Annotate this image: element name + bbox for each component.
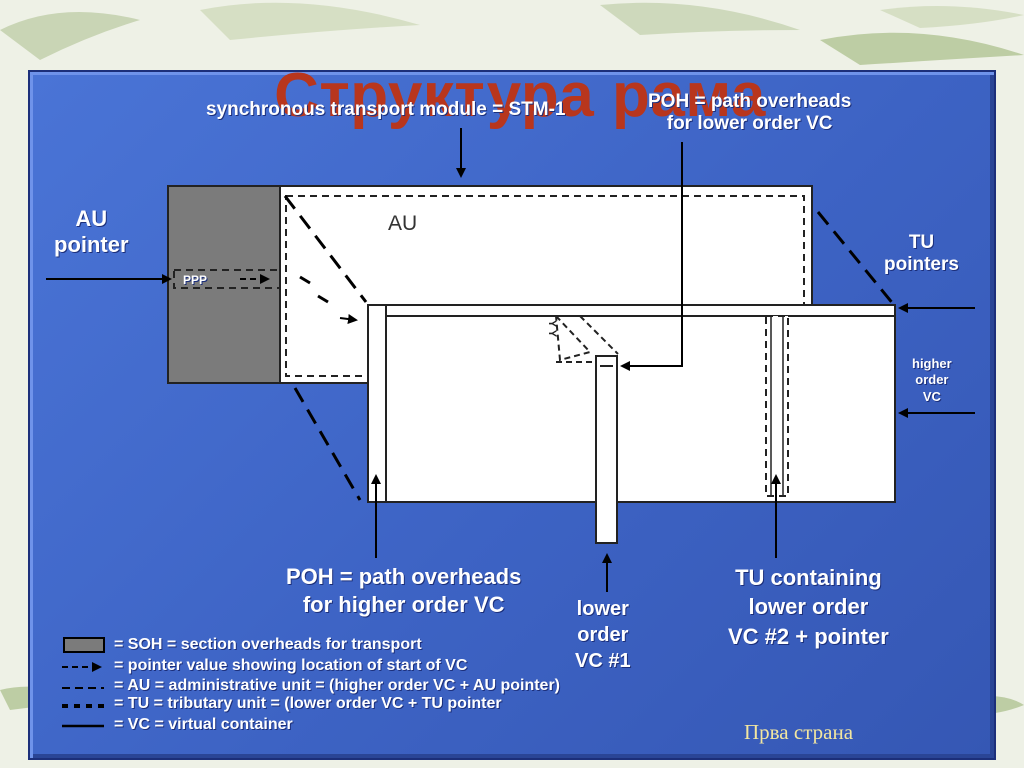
au-pointer-line1: AU [75, 206, 108, 231]
poh-higher-column [367, 304, 387, 503]
perspective-lines [283, 195, 896, 501]
poh-higher-label: POH = path overheads for higher order VC [286, 563, 521, 618]
tu-containing-line1: TU containing [735, 565, 882, 590]
legend-soh-text: = SOH = section overheads for transport [114, 636, 422, 653]
arrows [46, 128, 975, 592]
tu-pointers-line1: TU [908, 232, 935, 253]
lower-vc1-line2: order [577, 624, 629, 646]
legend-au-text: = AU = administrative unit = (higher ord… [114, 677, 560, 694]
higher-order-vc-line1: higher [912, 356, 952, 371]
legend-soh-symbol [63, 637, 105, 653]
poh-lower-line1: POH = path overheads [648, 91, 852, 112]
higher-order-vc-line3: VC [922, 388, 941, 404]
legend-symbols [62, 637, 105, 728]
lower-vc1-line1: lower [576, 598, 629, 620]
stm-label: synchronous transport module = STM-1 [206, 99, 566, 120]
poh-higher-line2: for higher order VC [302, 591, 505, 617]
soh-area [167, 185, 281, 384]
lower-vc1-column [595, 355, 618, 544]
tu-containing-line2: lower order [748, 594, 869, 620]
ppp-pointer-area [173, 269, 281, 289]
tu-containing-line3: VC #2 + pointer [728, 623, 889, 649]
au-pointer-line2: pointer [54, 231, 129, 257]
legend-vc-text: = VC = virtual container [114, 716, 293, 733]
poh-higher-line1: POH = path overheads [286, 564, 522, 589]
lower-vc1-line3: VC #1 [575, 650, 631, 672]
au-dashed-outline [285, 195, 805, 377]
poh-lower-label: POH = path overheads for lower order VC [648, 91, 851, 136]
slide-title: Структура рама [274, 60, 766, 130]
higher-order-vc-label: higher order VC [912, 356, 952, 405]
legend-tu-text: = TU = tributary unit = (lower order VC … [114, 695, 502, 712]
au-pointer-label: AU pointer [54, 206, 129, 258]
tu-pointers-line2: pointers [884, 254, 959, 276]
vc-box [367, 304, 896, 544]
au-label: AU [388, 212, 418, 235]
tu-vc2-column [765, 315, 789, 497]
ppp-label: PPP [183, 273, 208, 287]
tu-pointers-label: TU pointers [884, 232, 959, 277]
legend-pointer-text: = pointer value showing location of star… [114, 657, 468, 674]
lower-vc1-label: lower order VC #1 [575, 596, 631, 674]
yy-label: Y Y [546, 319, 559, 338]
tu-containing-label: TU containing lower order VC #2 + pointe… [728, 563, 889, 651]
poh-lower-line2: for lower order VC [666, 113, 833, 135]
higher-order-vc-line2: order [915, 372, 949, 388]
footer-page-label: Прва страна [744, 720, 854, 744]
